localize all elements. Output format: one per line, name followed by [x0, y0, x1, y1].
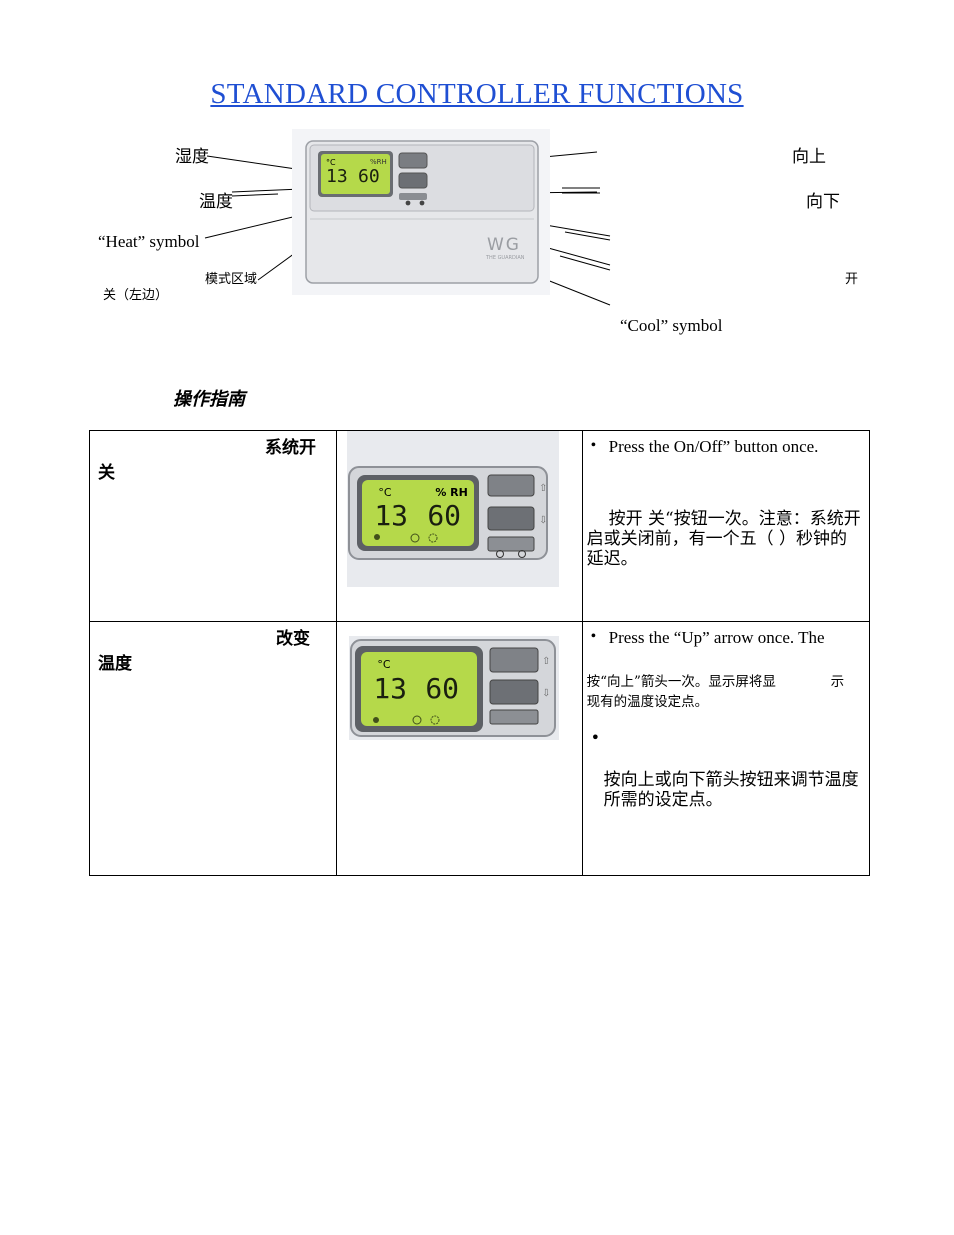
table-row: 系统开 关 ⇧ ⇩ — [88, 430, 871, 622]
instruction-en: Press the On/Off” button once. — [587, 437, 861, 457]
label-temperature: 温度 — [199, 192, 233, 212]
function-cell: 改变 温度 — [88, 621, 338, 876]
instruction-zh-small-line1: 按“向上”箭头一次。显示屏将显 — [586, 674, 776, 690]
instruction-table: 系统开 关 ⇧ ⇩ — [88, 430, 871, 876]
diagram-lcd-unit: °C — [326, 158, 336, 167]
device-onoff-image: ⇧ ⇩ °C % RH 13 60 — [347, 431, 560, 587]
table-row: 改变 温度 ⇧ ⇩ °C 13 — [88, 621, 871, 876]
empty-bullet — [587, 728, 861, 747]
device-image-cell: ⇧ ⇩ °C % RH 13 60 — [336, 430, 583, 622]
label-down: 向下 — [806, 192, 840, 212]
function-title-line1: 改变 — [276, 629, 310, 649]
instruction-cell: Press the On/Off” button once. 按开 关“按钮一次… — [581, 430, 871, 622]
lcd-humidity: 60 — [427, 499, 462, 532]
lcd-temp: 13 — [374, 499, 409, 532]
label-cool-symbol: “Cool” symbol — [620, 316, 723, 335]
diagram-lcd-rh: %RH — [370, 158, 387, 166]
diagram-lcd-temp: 13 — [326, 166, 348, 187]
device-image-cell: ⇧ ⇩ °C 13 60 — [336, 621, 583, 876]
instruction-en: Press the “Up” arrow once. The — [587, 628, 861, 648]
instruction-zh-small: 按“向上”箭头一次。显示屏将显 示 现有的温度设定点。 — [587, 672, 861, 712]
brand-subtitle: THE GUARDIAN — [486, 255, 525, 261]
lcd-unit: °C — [378, 486, 392, 499]
label-up: 向上 — [792, 147, 826, 167]
brand-logo: WG — [487, 235, 521, 255]
instruction-zh-small-char: 示 — [830, 674, 845, 690]
instruction-cell: Press the “Up” arrow once. The 按“向上”箭头一次… — [581, 621, 871, 876]
lcd-humidity: 60 — [425, 672, 460, 705]
label-heat-symbol: “Heat” symbol — [98, 232, 200, 251]
operation-guide-heading: 操作指南 — [173, 389, 245, 410]
lcd-unit: °C — [377, 658, 391, 671]
lcd-rh-unit: % RH — [435, 486, 468, 499]
lcd-temp: 13 — [373, 672, 408, 705]
instruction-zh-small-line2: 现有的温度设定点。 — [586, 694, 709, 710]
label-switch-left: 关（左边） — [103, 288, 169, 303]
thermostat-diagram — [292, 129, 550, 295]
function-title-line1: 系统开 — [265, 438, 316, 458]
instruction-zh-2: 按向上或向下箭头按钮来调节温度所需的设定点。 — [603, 770, 859, 810]
svg-text:⇩: ⇩ — [542, 688, 550, 699]
diagram-lcd-humidity: 60 — [358, 166, 380, 187]
label-mode-area: 模式区域 — [205, 272, 258, 287]
function-title-line2: 关 — [98, 463, 115, 483]
svg-text:⇧: ⇧ — [542, 656, 550, 667]
label-switch: 开 — [845, 272, 859, 287]
instruction-zh: 按开 关“按钮一次。注意：系统开启或关闭前，有一个五（ ）秒钟的延迟。 — [586, 509, 861, 569]
page-title: STANDARD CONTROLLER FUNCTIONS — [210, 78, 744, 110]
label-humidity: 湿度 — [175, 147, 209, 167]
device-up-image: ⇧ ⇩ °C 13 60 — [349, 636, 560, 740]
svg-text:⇩: ⇩ — [539, 515, 547, 526]
function-cell: 系统开 关 — [88, 430, 338, 622]
function-title-line2: 温度 — [98, 654, 132, 674]
svg-text:⇧: ⇧ — [539, 483, 547, 494]
